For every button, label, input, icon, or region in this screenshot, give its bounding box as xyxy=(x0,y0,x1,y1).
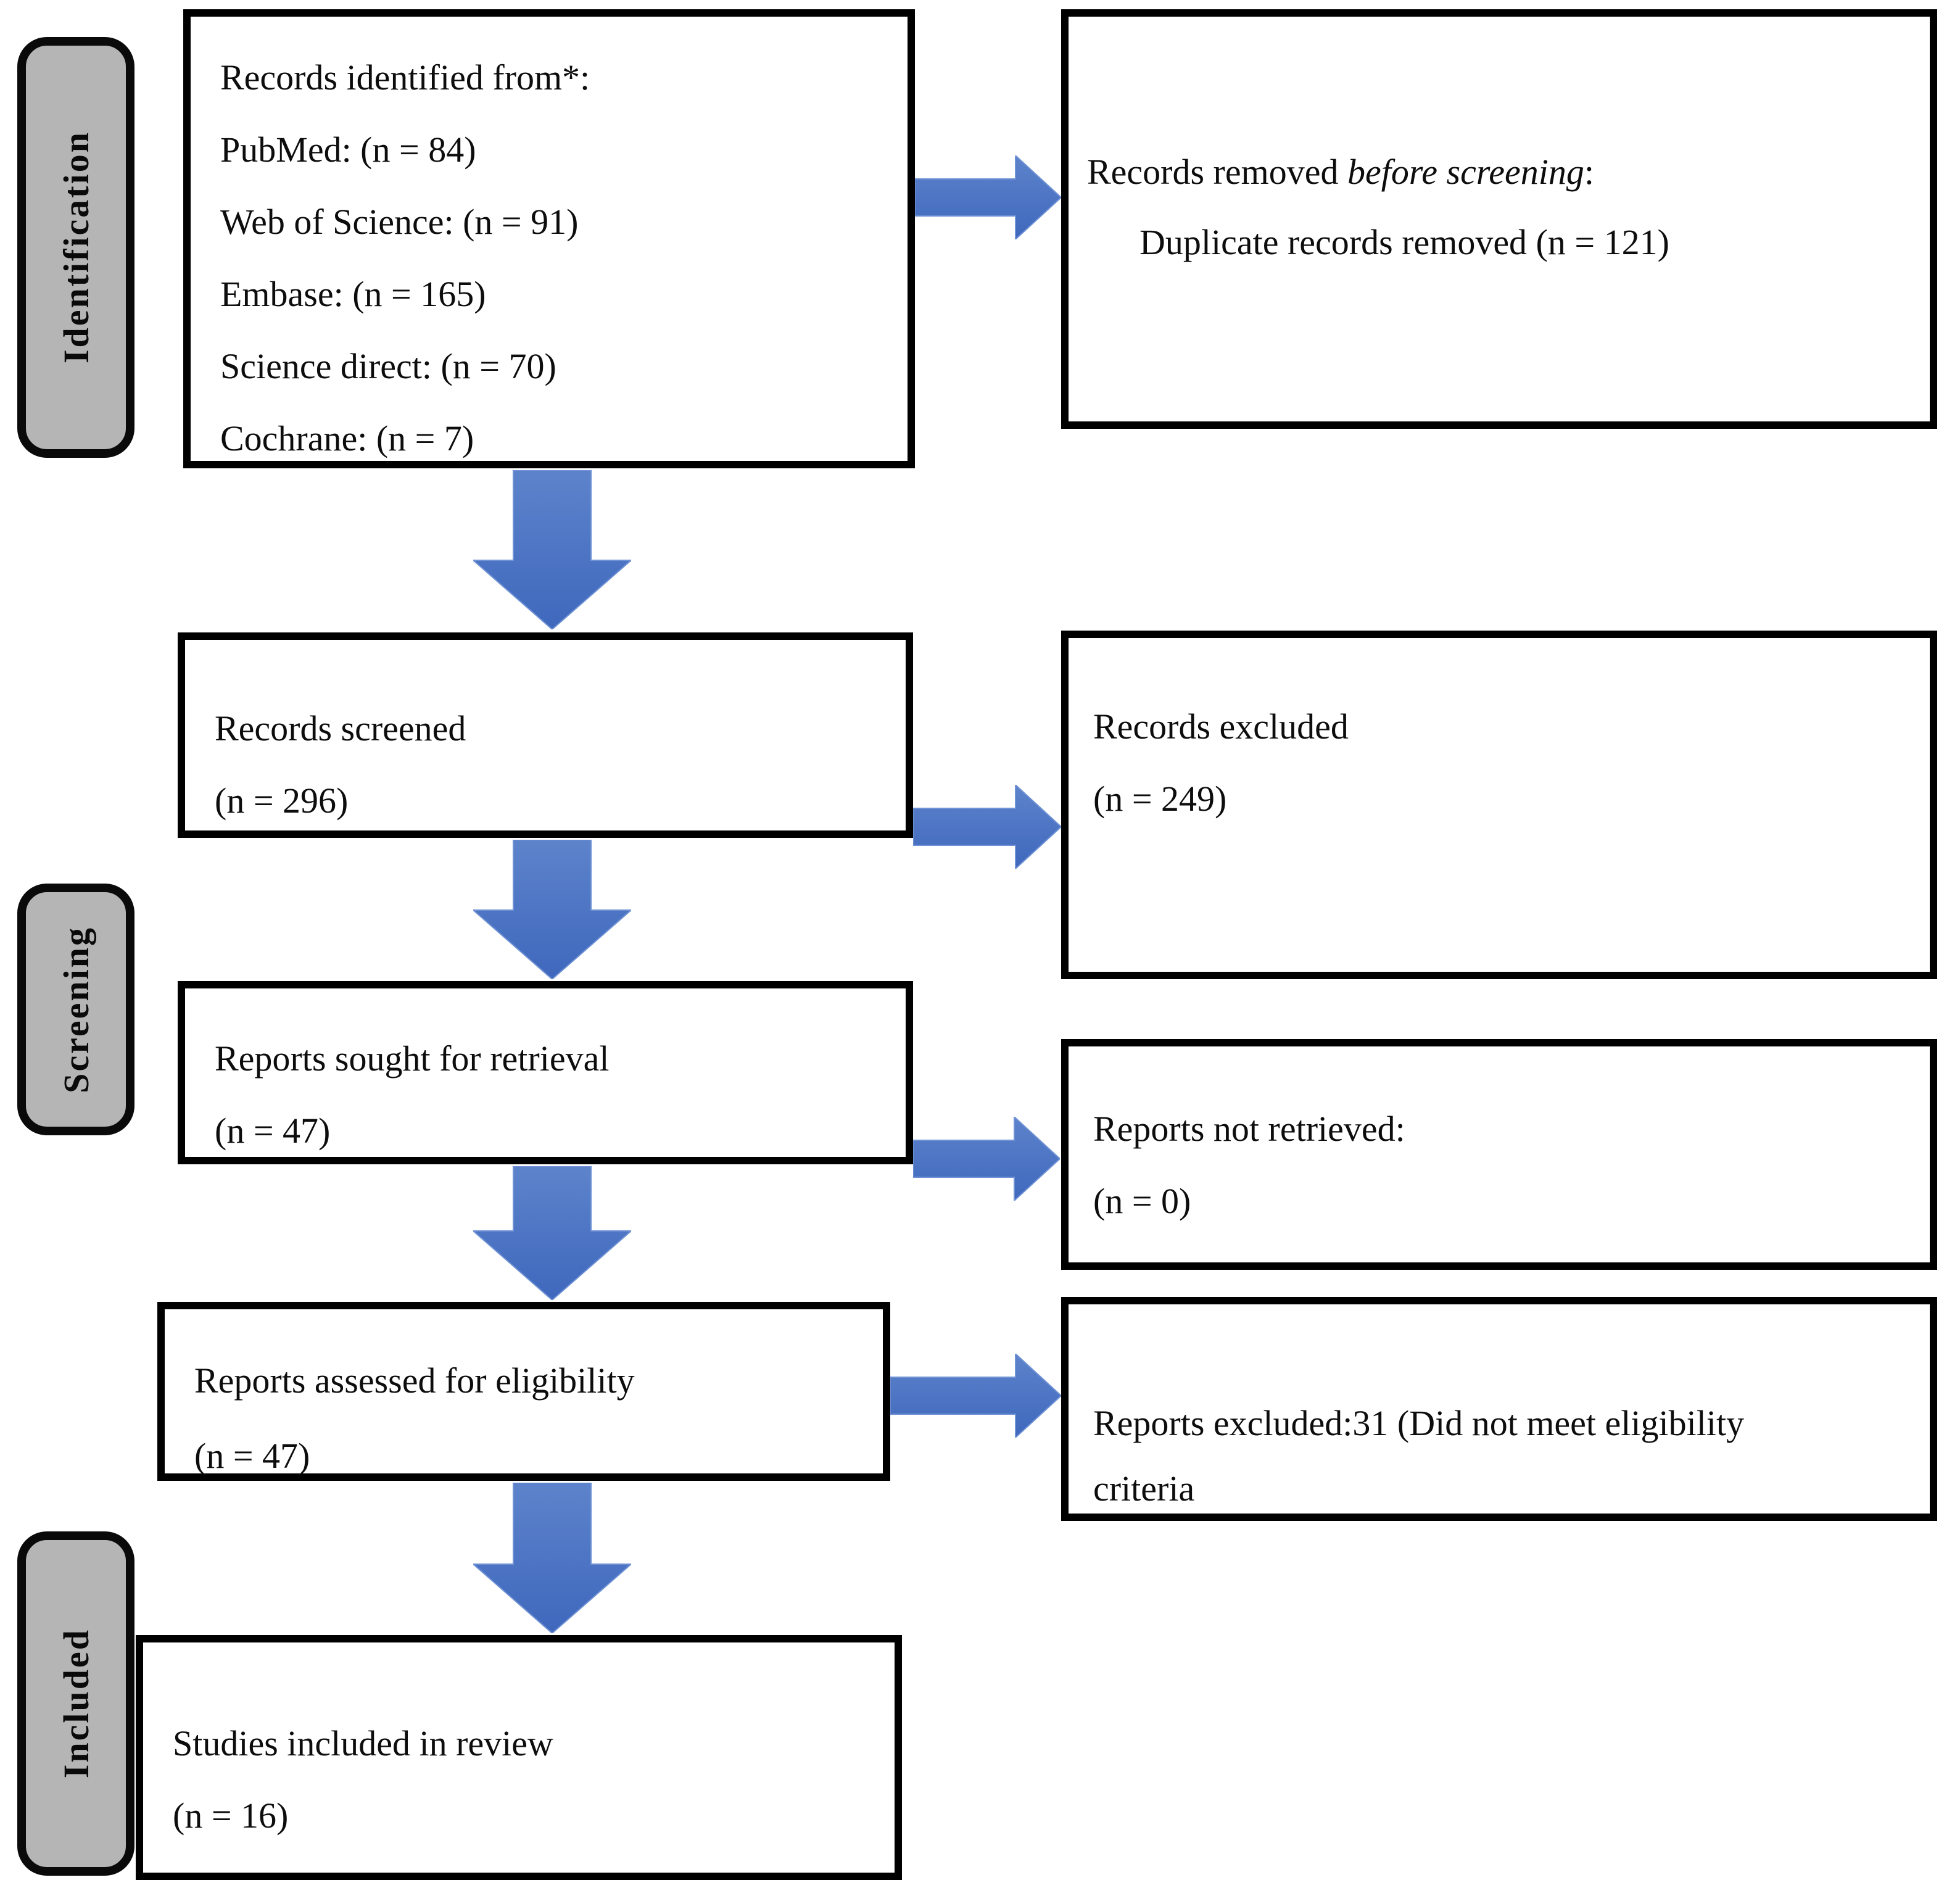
arrow-down-icon xyxy=(473,1483,631,1633)
arrow-right-assessed-to-reports-excluded xyxy=(890,1354,1061,1438)
box-records-removed-before-screening: Records removed before screening: Duplic… xyxy=(1061,9,1937,429)
stage-label-text: Screening xyxy=(56,926,96,1093)
arrow-down-identified-to-screened xyxy=(473,470,631,629)
box-records-screened: Records screened (n = 296) xyxy=(178,632,913,838)
box-text-line: (n = 47) xyxy=(194,1436,310,1476)
arrow-down-assessed-to-included xyxy=(473,1483,631,1633)
arrow-down-screened-to-sought xyxy=(473,840,631,979)
box-reports-excluded: Reports excluded:31 (Did not meet eligib… xyxy=(1061,1297,1937,1521)
box-text-line: Duplicate records removed (n = 121) xyxy=(1139,222,1669,262)
box-studies-included: Studies included in review (n = 16) xyxy=(136,1635,902,1880)
box-text-line: (n = 16) xyxy=(173,1795,289,1836)
arrow-right-icon xyxy=(913,785,1061,869)
stage-label-identification: Identification xyxy=(17,37,134,458)
box-text-line: Web of Science: (n = 91) xyxy=(220,202,579,242)
arrow-right-icon xyxy=(913,1117,1060,1201)
arrow-right-screened-to-excluded xyxy=(913,785,1061,869)
box-text-line: (n = 47) xyxy=(215,1111,331,1151)
arrow-shape xyxy=(890,1354,1061,1438)
box-text-line: Reports sought for retrieval xyxy=(215,1038,610,1079)
box-text-line: Studies included in review xyxy=(173,1723,553,1763)
arrow-shape xyxy=(473,1166,631,1300)
arrow-down-sought-to-assessed xyxy=(473,1166,631,1300)
box-text-line: Science direct: (n = 70) xyxy=(220,346,556,386)
stage-label-screening: Screening xyxy=(17,884,134,1135)
box-text-line: Reports not retrieved: xyxy=(1093,1109,1405,1149)
box-text-line: PubMed: (n = 84) xyxy=(220,130,476,170)
box-text-line: Records identified from*: xyxy=(220,57,590,97)
arrow-right-sought-to-not-retrieved xyxy=(913,1117,1060,1201)
stage-label-text: Identification xyxy=(56,131,96,364)
box-text-line: Records excluded xyxy=(1093,706,1349,747)
box-text-line: Records screened xyxy=(215,708,466,748)
box-records-excluded: Records excluded (n = 249) xyxy=(1061,631,1937,979)
arrow-shape xyxy=(913,785,1061,869)
box-text-line: Reports assessed for eligibility xyxy=(194,1361,635,1401)
arrow-shape xyxy=(915,155,1061,239)
box-records-identified: Records identified from*: PubMed: (n = 8… xyxy=(183,9,915,468)
stage-label-included: Included xyxy=(17,1531,134,1876)
text-segment-italic: before screening xyxy=(1347,152,1584,192)
box-text-line: Cochrane: (n = 7) xyxy=(220,418,474,458)
arrow-down-icon xyxy=(473,1166,631,1300)
arrow-right-icon xyxy=(915,155,1061,239)
arrow-shape xyxy=(473,470,631,629)
arrow-shape xyxy=(913,1117,1060,1201)
arrow-down-icon xyxy=(473,840,631,979)
box-reports-not-retrieved: Reports not retrieved: (n = 0) xyxy=(1061,1039,1937,1270)
box-reports-assessed: Reports assessed for eligibility (n = 47… xyxy=(157,1302,890,1481)
text-segment: : xyxy=(1584,152,1594,192)
arrow-shape xyxy=(473,840,631,979)
box-text-line: (n = 296) xyxy=(215,781,349,821)
stage-label-text: Included xyxy=(56,1628,96,1779)
arrow-down-icon xyxy=(473,470,631,629)
box-text-line: criteria xyxy=(1093,1468,1195,1509)
box-text-line: Embase: (n = 165) xyxy=(220,274,486,314)
text-segment: Records removed xyxy=(1087,152,1347,192)
box-text-line: (n = 0) xyxy=(1093,1181,1191,1221)
arrow-shape xyxy=(473,1483,631,1633)
box-text-line: Reports excluded:31 (Did not meet eligib… xyxy=(1093,1403,1745,1443)
arrow-right-icon xyxy=(890,1354,1061,1438)
box-text-line: (n = 249) xyxy=(1093,779,1227,819)
box-reports-sought: Reports sought for retrieval (n = 47) xyxy=(178,981,913,1164)
arrow-right-identified-to-removed xyxy=(915,155,1061,239)
box-text-line: Records removed before screening: xyxy=(1087,137,1917,207)
